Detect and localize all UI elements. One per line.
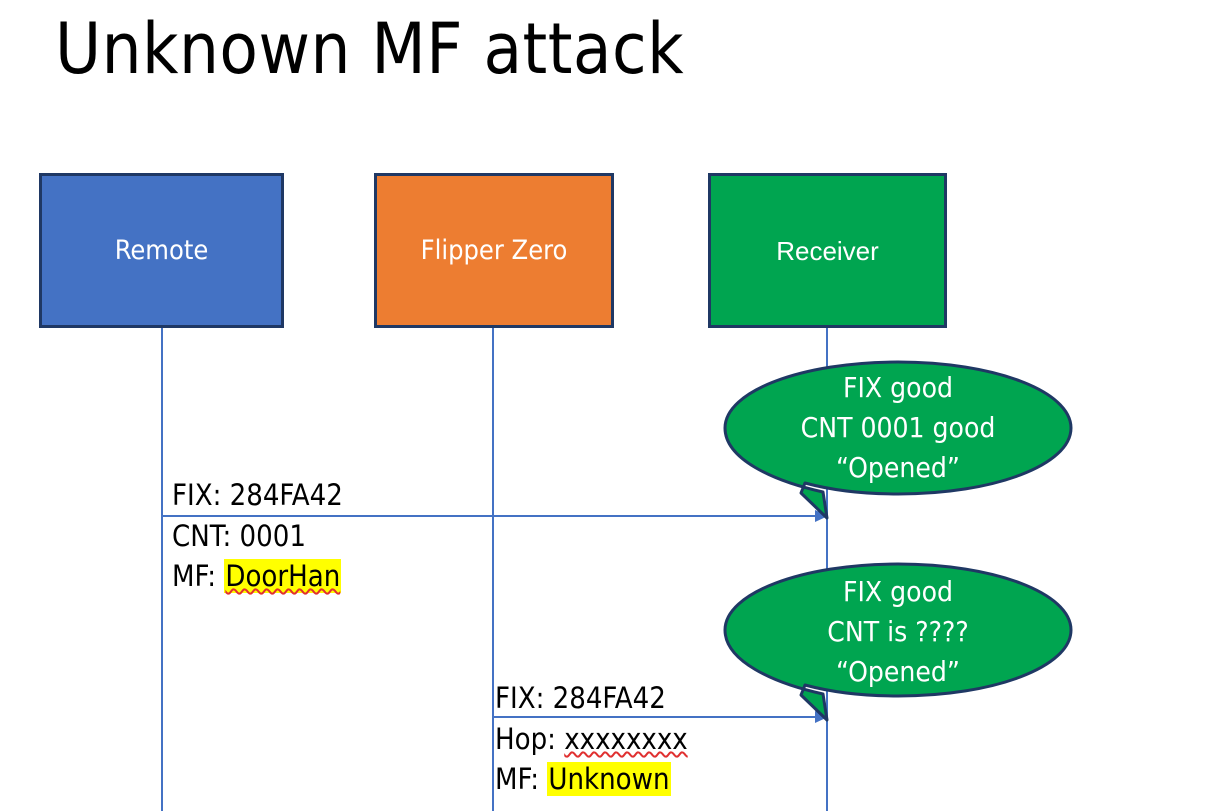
message-2-label-below: Hop: xxxxxxxx MF: Unknown bbox=[495, 719, 688, 799]
speech-bubble-shape-icon bbox=[723, 360, 1073, 520]
speech-bubble-2[interactable]: FIX good CNT is ???? “Opened” bbox=[723, 562, 1073, 724]
lifeline-flipper bbox=[492, 327, 494, 811]
message-1-mf-prefix: MF: bbox=[172, 559, 225, 593]
lifeline-remote bbox=[161, 327, 163, 811]
message-2-mf-prefix: MF: bbox=[495, 762, 548, 796]
actor-box-flipper-zero[interactable]: Flipper Zero bbox=[374, 173, 614, 328]
message-1-cnt-line: CNT: 0001 bbox=[172, 519, 306, 553]
page-title: Unknown MF attack bbox=[55, 8, 685, 90]
message-2-mf-value: Unknown bbox=[547, 762, 671, 796]
speech-bubble-1[interactable]: FIX good CNT 0001 good “Opened” bbox=[723, 360, 1073, 520]
message-1-label-below: CNT: 0001 MF: DoorHan bbox=[172, 516, 342, 596]
actor-box-receiver[interactable]: Receiver bbox=[708, 173, 947, 328]
actor-label-remote: Remote bbox=[114, 234, 209, 266]
message-2-label-above: FIX: 284FA42 bbox=[495, 678, 666, 718]
message-2-mf-line: MF: Unknown bbox=[495, 759, 688, 799]
actor-label-flipper-zero: Flipper Zero bbox=[420, 234, 568, 266]
message-1-mf-line: MF: DoorHan bbox=[172, 556, 342, 596]
actor-label-receiver: Receiver bbox=[776, 235, 879, 266]
message-2-hop-prefix: Hop: bbox=[495, 722, 565, 756]
message-1-fix-line: FIX: 284FA42 bbox=[172, 478, 343, 512]
message-2-fix-line: FIX: 284FA42 bbox=[495, 681, 666, 715]
message-1-mf-value: DoorHan bbox=[224, 559, 342, 593]
speech-bubble-shape-icon bbox=[723, 562, 1073, 722]
message-2-hop-line: Hop: xxxxxxxx bbox=[495, 719, 688, 759]
message-2-hop-value: xxxxxxxx bbox=[564, 722, 688, 756]
message-1-label-above: FIX: 284FA42 bbox=[172, 475, 343, 515]
actor-box-remote[interactable]: Remote bbox=[39, 173, 284, 328]
